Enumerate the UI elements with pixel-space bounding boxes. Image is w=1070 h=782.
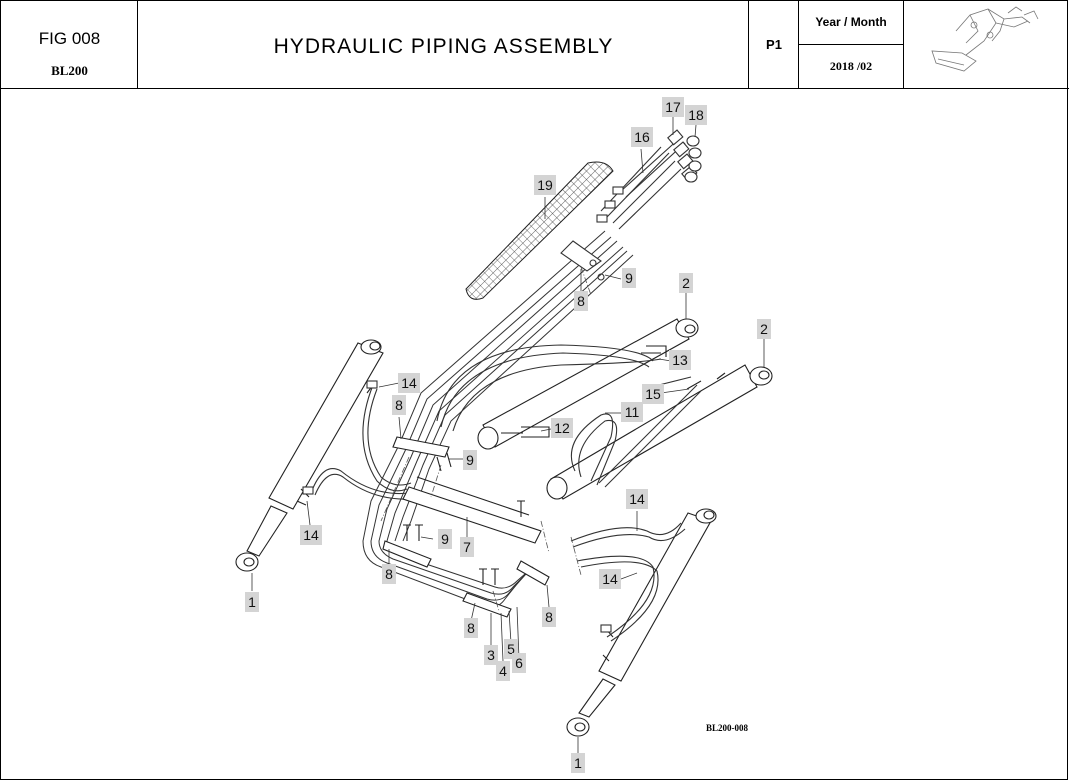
model-name: BL200 — [51, 63, 88, 78]
upper-tilt-cylinder — [477, 318, 699, 450]
callout-2-right: 2 — [757, 319, 771, 339]
callout-12: 12 — [551, 418, 573, 438]
svg-text:8: 8 — [467, 620, 475, 636]
tilt-hoses — [436, 344, 702, 488]
svg-text:2: 2 — [682, 275, 690, 291]
protective-sleeve — [465, 161, 614, 300]
mounting-bracket — [382, 436, 550, 618]
date-label: Year / Month — [799, 1, 903, 45]
figure-cell: FIG 008 BL200 — [1, 1, 138, 88]
svg-text:9: 9 — [466, 452, 474, 468]
lift-hoses — [302, 380, 686, 642]
svg-text:18: 18 — [688, 107, 704, 123]
svg-text:14: 14 — [629, 491, 645, 507]
title-cell: HYDRAULIC PIPING ASSEMBLY — [138, 1, 749, 88]
svg-text:12: 12 — [554, 420, 570, 436]
callout-13: 13 — [669, 350, 691, 370]
date-value: 2018 /02 — [829, 59, 873, 73]
callout-2-top: 2 — [679, 273, 693, 293]
title-block: FIG 008 BL200 HYDRAULIC PIPING ASSEMBLY … — [1, 1, 1069, 89]
assembly-guides — [380, 266, 592, 612]
svg-text:1: 1 — [574, 755, 582, 771]
front-loader-icon — [931, 6, 1039, 72]
date-cell: Year / Month 2018 /02 — [799, 1, 904, 88]
svg-text:14: 14 — [401, 375, 417, 391]
callout-labels: 1 1 2 2 3 4 5 6 7 8 8 8 8 8 8 9 9 9 11 1… — [245, 97, 771, 773]
svg-text:8: 8 — [385, 566, 393, 582]
callout-8-right: 8 — [542, 607, 556, 627]
svg-text:16: 16 — [634, 129, 650, 145]
callout-9-low: 9 — [438, 529, 452, 549]
drawing-code: BL200-008 — [706, 723, 749, 733]
svg-text:14: 14 — [602, 571, 618, 587]
callout-14-left: 14 — [300, 525, 322, 545]
callout-18: 18 — [685, 105, 707, 125]
callout-16: 16 — [631, 127, 653, 147]
svg-text:9: 9 — [441, 531, 449, 547]
svg-text:7: 7 — [463, 539, 471, 555]
svg-text:8: 8 — [395, 397, 403, 413]
callout-8-bottom: 8 — [464, 618, 478, 638]
svg-text:9: 9 — [625, 270, 633, 286]
svg-text:15: 15 — [645, 386, 661, 402]
callout-4: 4 — [496, 661, 510, 681]
page-number: P1 — [766, 37, 782, 52]
svg-text:8: 8 — [577, 293, 585, 309]
callout-19: 19 — [534, 175, 556, 195]
callout-14-right-top: 14 — [626, 489, 648, 509]
callout-1-left: 1 — [245, 592, 259, 612]
thumbnail-cell — [904, 1, 1069, 88]
svg-text:1: 1 — [248, 594, 256, 610]
figure-number: FIG 008 — [38, 29, 101, 48]
lower-tilt-cylinder — [546, 364, 773, 500]
callout-9-top: 9 — [622, 268, 636, 288]
callout-11: 11 — [621, 402, 643, 422]
right-lift-cylinder — [566, 508, 717, 737]
svg-text:8: 8 — [545, 609, 553, 625]
callout-8-top: 8 — [574, 291, 588, 311]
svg-text:14: 14 — [303, 527, 319, 543]
page-title: HYDRAULIC PIPING ASSEMBLY — [273, 35, 614, 58]
svg-text:13: 13 — [672, 352, 688, 368]
callout-15: 15 — [642, 384, 664, 404]
svg-text:5: 5 — [507, 641, 515, 657]
callout-7: 7 — [460, 537, 474, 557]
svg-text:17: 17 — [665, 99, 681, 115]
svg-text:6: 6 — [515, 655, 523, 671]
callout-14-top: 14 — [398, 373, 420, 393]
svg-text:4: 4 — [499, 663, 507, 679]
page-cell: P1 — [749, 1, 799, 88]
callout-6: 6 — [512, 653, 526, 673]
hydraulic-diagram: 1 1 2 2 3 4 5 6 7 8 8 8 8 8 8 9 9 9 11 1… — [235, 97, 773, 773]
callout-17: 17 — [662, 97, 684, 117]
callout-9-mid: 9 — [463, 450, 477, 470]
svg-text:11: 11 — [625, 404, 640, 420]
svg-text:2: 2 — [760, 321, 768, 337]
coupler-hoses — [560, 129, 702, 281]
callout-14-right-low: 14 — [599, 569, 621, 589]
callout-8-left: 8 — [382, 564, 396, 584]
callout-3: 3 — [484, 645, 498, 665]
svg-text:3: 3 — [487, 647, 495, 663]
callout-8-mid: 8 — [392, 395, 406, 415]
svg-text:19: 19 — [537, 177, 553, 193]
callout-1-right: 1 — [571, 753, 585, 773]
